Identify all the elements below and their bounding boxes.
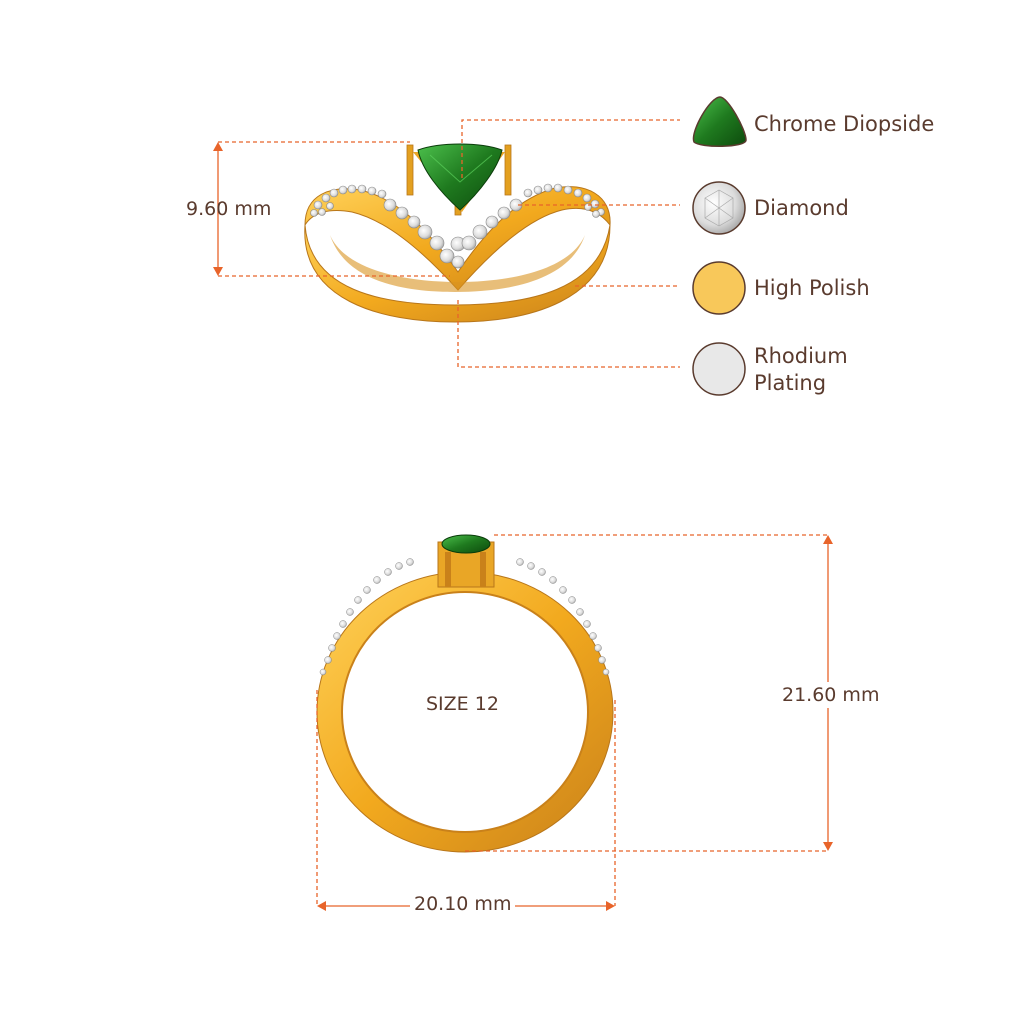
chrome-diopside-swatch-icon: [692, 96, 747, 147]
legend-rhodium-line2: Plating: [754, 371, 827, 395]
high-polish-swatch-icon: [692, 261, 746, 315]
front-ring-gemstone: [441, 534, 491, 554]
dim-label-top-height: 9.60 mm: [186, 198, 272, 220]
top-ring-gemstone: [417, 143, 503, 211]
legend-chrome-diopside: Chrome Diopside: [754, 112, 935, 136]
legend-rhodium-line1: Rhodium: [754, 344, 848, 368]
dim-label-front-width: 20.10 mm: [410, 893, 516, 915]
top-view-ring: [304, 143, 611, 323]
rhodium-plating-swatch-icon: [692, 342, 746, 396]
legend-diamond: Diamond: [754, 196, 849, 220]
leader-rhodium: [457, 300, 680, 368]
top-ring-diamonds: [310, 183, 605, 269]
legend-high-polish: High Polish: [754, 276, 870, 300]
leader-chrome-diopside: [461, 119, 680, 178]
front-ring-diamonds: [319, 558, 610, 676]
ring-size-label: SIZE 12: [426, 693, 499, 715]
top-ring-inner: [330, 235, 585, 292]
front-view-ring: [316, 534, 614, 853]
front-ring-inner-hole: [341, 591, 589, 833]
dim-label-front-height: 21.60 mm: [782, 682, 880, 708]
dimension-arrows: [213, 142, 833, 911]
legend-swatches: [692, 96, 747, 396]
